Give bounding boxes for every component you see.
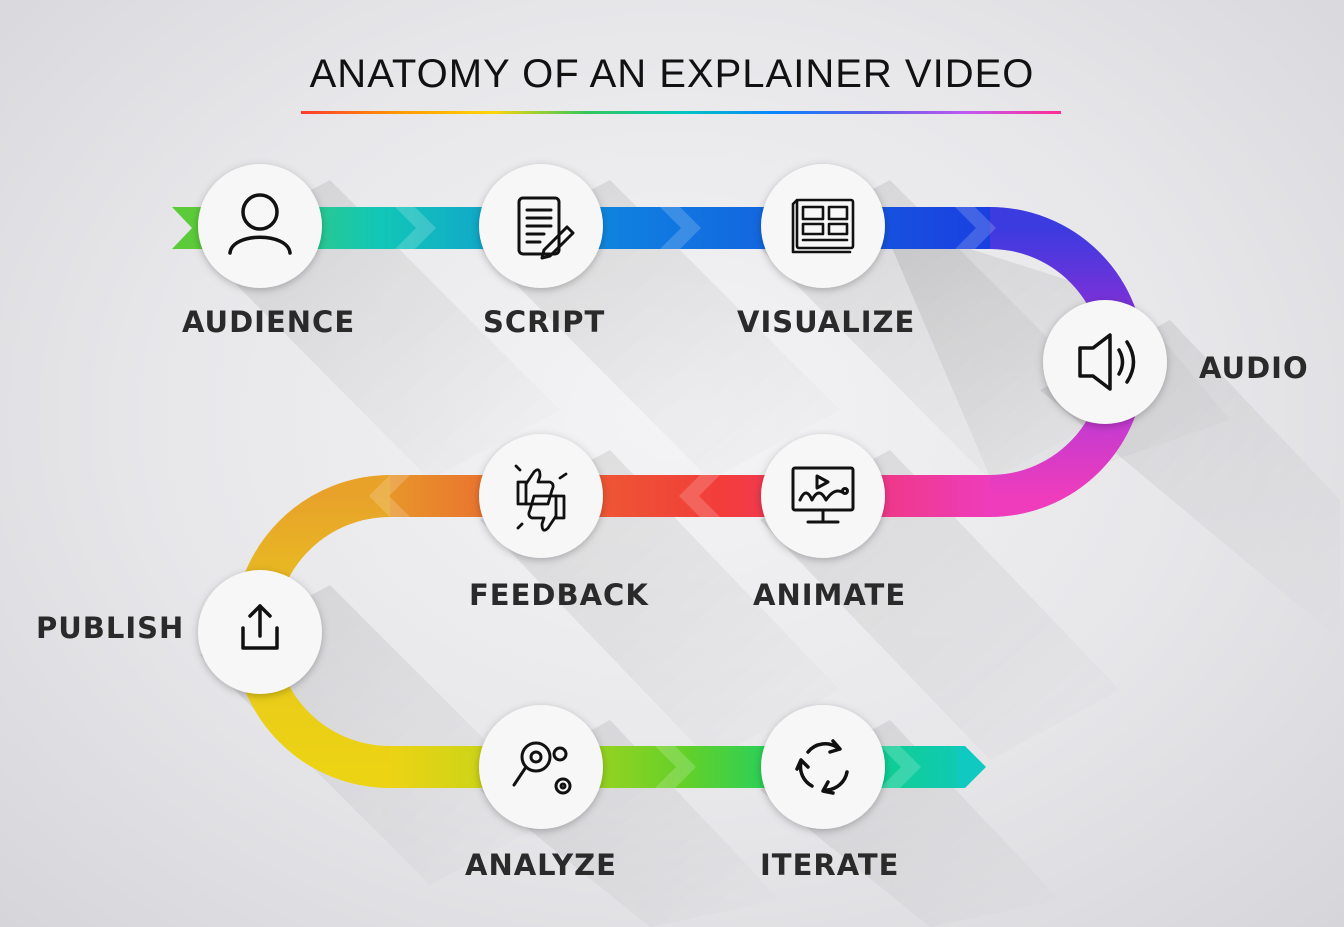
thumbs-up-down-icon	[514, 464, 568, 532]
monitor-animation-icon	[791, 466, 855, 524]
road-chevrons	[369, 207, 996, 788]
step-label-script: SCRIPT	[483, 305, 606, 339]
analyze-circle	[479, 705, 603, 829]
document-pen-icon	[517, 196, 575, 260]
audience-circle	[198, 164, 322, 288]
step-label-iterate: ITERATE	[760, 848, 900, 882]
step-label-analyze: ANALYZE	[465, 848, 617, 882]
share-upload-icon	[241, 604, 279, 650]
step-label-audio: AUDIO	[1199, 351, 1309, 385]
storyboard-icon	[791, 198, 855, 254]
step-label-animate: ANIMATE	[753, 578, 907, 612]
step-label-audience: AUDIENCE	[182, 305, 356, 339]
step-label-visualize: VISUALIZE	[737, 305, 916, 339]
iterate-circle	[761, 705, 885, 829]
long-shadows	[200, 180, 1340, 927]
speaker-icon	[1078, 333, 1136, 391]
step-label-publish: PUBLISH	[36, 611, 185, 645]
refresh-cycle-icon	[795, 739, 849, 795]
audio-circle	[1043, 300, 1167, 424]
road-end-arrow	[958, 746, 986, 788]
person-icon	[228, 193, 292, 255]
page-title: ANATOMY OF AN EXPLAINER VIDEO	[309, 52, 1035, 96]
step-label-feedback: FEEDBACK	[469, 578, 649, 612]
magnifier-gears-icon	[512, 741, 572, 795]
title-underline	[301, 111, 1061, 114]
